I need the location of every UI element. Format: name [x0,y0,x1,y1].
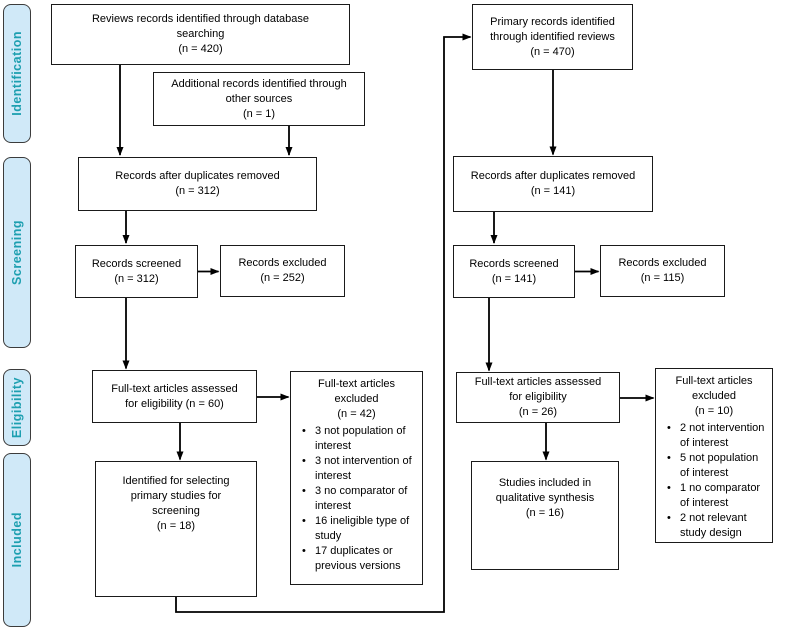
stage-screening: Screening [3,157,31,348]
exclusion-reason: 3 not intervention of interest [300,454,417,484]
box-duplicates-removed-left: Records after duplicates removed (n = 31… [78,157,317,211]
box-db-search: Reviews records identified through datab… [51,4,350,65]
stage-screening-label: Screening [10,220,24,285]
box-duplicates-removed-left-text: Records after duplicates removed (n = 31… [115,170,280,197]
exclusion-reasons-left: 3 not population of interest 3 not inter… [294,424,419,574]
box-fulltext-excluded-left-title: Full-text articles excluded (n = 42) [317,378,396,420]
box-qualitative-synthesis: Studies included in qualitative synthesi… [471,461,619,570]
exclusion-reasons-right: 2 not intervention of interest 5 not pop… [659,421,769,541]
box-fulltext-assessed-left-text: Full-text articles assessed for eligibil… [111,382,238,410]
box-selected-for-screening-text: Identified for selecting primary studies… [122,475,230,532]
box-qualitative-synthesis-text: Studies included in qualitative synthesi… [495,477,595,519]
stage-included: Included [3,453,31,627]
box-fulltext-excluded-right: Full-text articles excluded (n = 10) 2 n… [655,368,773,543]
exclusion-reason: 3 no comparator of interest [300,484,417,514]
box-records-excluded-left: Records excluded (n = 252) [220,245,345,297]
box-records-excluded-right: Records excluded (n = 115) [600,245,725,297]
box-records-excluded-left-text: Records excluded (n = 252) [238,257,327,284]
box-other-sources-text: Additional records identified through ot… [171,77,347,120]
stage-included-label: Included [10,512,24,568]
stage-identification-label: Identification [10,31,24,116]
exclusion-reason: 2 not relevant study design [665,511,767,541]
exclusion-reason: 3 not population of interest [300,424,417,454]
box-duplicates-removed-right: Records after duplicates removed (n = 14… [453,156,653,212]
box-selected-for-screening: Identified for selecting primary studies… [95,461,257,597]
stage-identification: Identification [3,4,31,143]
box-records-screened-left: Records screened (n = 312) [75,245,198,298]
box-primary-identified-text: Primary records identified through ident… [490,15,615,58]
box-records-screened-left-text: Records screened (n = 312) [91,257,182,285]
box-records-screened-right-text: Records screened (n = 141) [469,257,559,285]
box-other-sources: Additional records identified through ot… [153,72,365,126]
box-fulltext-excluded-left: Full-text articles excluded (n = 42) 3 n… [290,371,423,585]
exclusion-reason: 1 no comparator of interest [665,481,767,511]
box-fulltext-assessed-right-text: Full-text articles assessed for eligibil… [474,376,602,418]
box-records-excluded-right-text: Records excluded (n = 115) [618,257,707,284]
exclusion-reason: 2 not intervention of interest [665,421,767,451]
box-db-search-text: Reviews records identified through datab… [91,13,310,55]
box-fulltext-excluded-right-title: Full-text articles excluded (n = 10) [675,375,753,417]
stage-eligibility: Eligibility [3,369,31,446]
box-records-screened-right: Records screened (n = 141) [453,245,575,298]
exclusion-reason: 16 ineligible type of study [300,514,417,544]
box-fulltext-assessed-right: Full-text articles assessed for eligibil… [456,372,620,423]
box-fulltext-assessed-left: Full-text articles assessed for eligibil… [92,370,257,423]
stage-eligibility-label: Eligibility [10,376,24,439]
box-primary-identified: Primary records identified through ident… [472,4,633,70]
box-duplicates-removed-right-text: Records after duplicates removed (n = 14… [470,170,636,197]
exclusion-reason: 5 not population of interest [665,451,767,481]
exclusion-reason: 17 duplicates or previous versions [300,544,417,574]
